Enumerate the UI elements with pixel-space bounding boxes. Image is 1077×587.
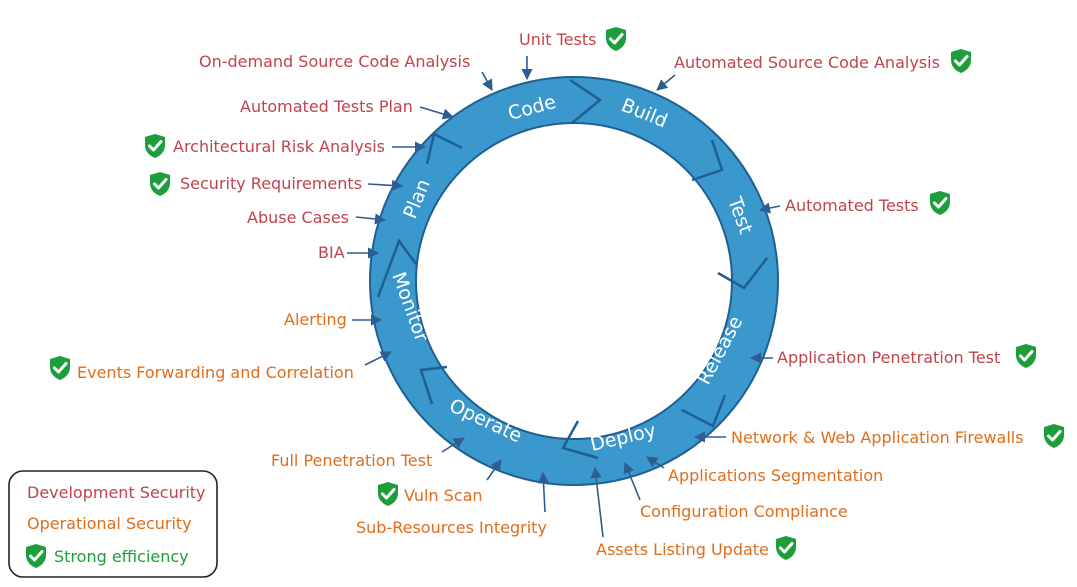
label-sri: Sub-Resources Integrity <box>356 518 547 537</box>
ring-chevrons <box>376 78 768 460</box>
label-abuse-cases: Abuse Cases <box>247 208 349 227</box>
network-firewalls-shield-check-icon <box>1042 423 1066 449</box>
label-app-segmentation: Applications Segmentation <box>668 466 883 485</box>
lifecycle-ring: Code Build Test Release Deploy Operate M… <box>369 76 779 486</box>
label-automated-sca: Automated Source Code Analysis <box>674 53 940 72</box>
automated-tests-shield-check-icon <box>928 190 952 216</box>
connector-arrows <box>347 56 781 538</box>
app-pentest-shield-check-icon <box>1014 343 1038 369</box>
legend-development: Development Security <box>27 483 206 502</box>
label-automated-tests: Automated Tests <box>785 196 919 215</box>
unit-tests-shield-check-icon <box>604 26 628 52</box>
architectural-risk-shield-check-icon <box>143 133 167 159</box>
label-bia: BIA <box>318 243 345 262</box>
label-alerting: Alerting <box>284 310 347 329</box>
label-config-compliance: Configuration Compliance <box>640 502 848 521</box>
label-app-pentest: Application Penetration Test <box>777 348 1000 367</box>
label-vuln-scan: Vuln Scan <box>404 486 483 505</box>
label-unit-tests: Unit Tests <box>519 30 597 49</box>
security-requirements-shield-check-icon <box>148 171 172 197</box>
automated-sca-shield-check-icon <box>949 48 973 74</box>
label-events-forwarding: Events Forwarding and Correlation <box>77 363 354 382</box>
legend-operational: Operational Security <box>27 514 192 533</box>
assets-listing-shield-check-icon <box>774 535 798 561</box>
label-security-requirements: Security Requirements <box>180 174 362 193</box>
label-network-firewalls: Network & Web Application Firewalls <box>731 428 1024 447</box>
legend-efficiency: Strong efficiency <box>54 547 189 566</box>
label-assets-listing: Assets Listing Update <box>596 540 769 559</box>
vuln-scan-shield-check-icon <box>376 481 400 507</box>
events-forwarding-shield-check-icon <box>48 355 72 381</box>
legend: Development Security Operational Securit… <box>8 470 218 578</box>
legend-box <box>8 470 218 578</box>
label-on-demand-sca: On-demand Source Code Analysis <box>199 52 470 71</box>
label-architectural-risk: Architectural Risk Analysis <box>173 137 385 156</box>
label-automated-tests-plan: Automated Tests Plan <box>240 97 413 116</box>
label-full-pentest: Full Penetration Test <box>271 451 432 470</box>
